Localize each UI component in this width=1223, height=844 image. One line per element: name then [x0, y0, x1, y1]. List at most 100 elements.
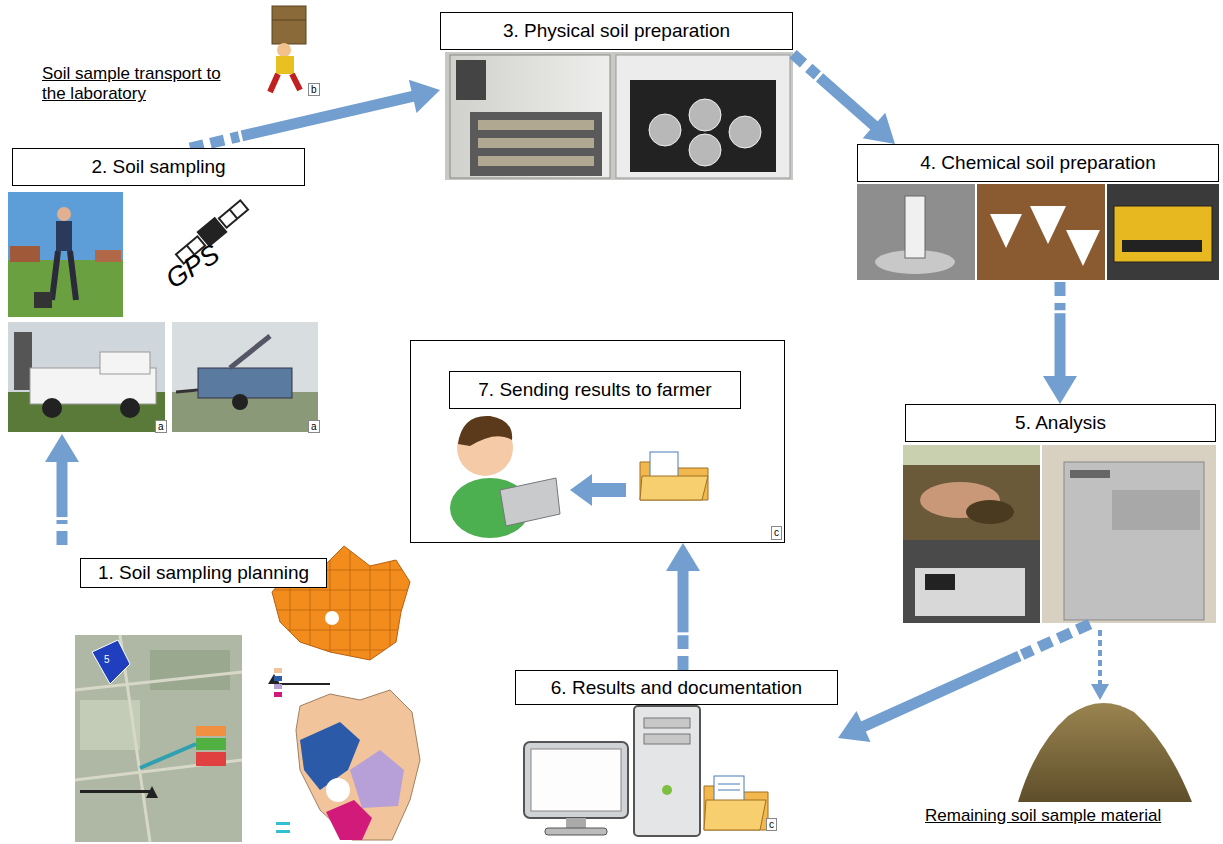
- truck-photo: [120, 398, 140, 418]
- arrow-head: [666, 543, 700, 571]
- truck-photo: [8, 322, 165, 432]
- remaining-label: Remaining soil sample material: [925, 806, 1161, 826]
- analysis-photo: [1042, 445, 1216, 623]
- arrow-shaft: [190, 137, 239, 148]
- aerial-map: [75, 635, 242, 842]
- sampling-photo: [95, 250, 121, 262]
- courier-icon: [277, 43, 291, 57]
- arrow-head: [1043, 376, 1077, 404]
- step-heading: 6. Results and documentation: [551, 677, 802, 699]
- trailer-photo: [232, 394, 248, 410]
- courier-icon: [272, 20, 306, 21]
- credit-letter: c: [766, 818, 777, 831]
- truck-photo: [14, 332, 32, 390]
- physical-preparation-photo: [470, 112, 602, 176]
- sampling-grid-map: [270, 590, 412, 591]
- sampling-grid-map: [270, 630, 412, 631]
- aerial-map: [196, 726, 226, 736]
- folder-icon: [650, 452, 678, 478]
- flow-arrow: [190, 80, 440, 148]
- sampling-grid-map: [270, 650, 412, 651]
- sampling-grid-map: [325, 611, 339, 625]
- arrow-shaft: [1022, 624, 1090, 655]
- step-heading: 1. Soil sampling planning: [98, 562, 309, 584]
- sampling-photo: [8, 192, 123, 317]
- flow-arrow: [666, 543, 700, 670]
- step-heading-box: 3. Physical soil preparation: [440, 12, 793, 50]
- folder-icon: [718, 790, 740, 791]
- folder-icon: [640, 452, 708, 500]
- step-group: 6. Results and documentation: [515, 670, 838, 838]
- trailer-photo: [176, 390, 198, 392]
- transport-label: Soil sample transport to the laboratory: [42, 64, 247, 105]
- soil-type-map: [296, 690, 420, 840]
- arrow-shaft: [678, 635, 689, 670]
- sampling-photo: [8, 192, 123, 262]
- soil-type-map: [276, 822, 290, 825]
- soil-type-map: [274, 676, 282, 681]
- step-heading: 4. Chemical soil preparation: [920, 152, 1156, 174]
- remaining-arrow: [1091, 630, 1109, 700]
- sampling-photo: [10, 246, 40, 262]
- step-heading-box: 2. Soil sampling: [12, 148, 305, 186]
- arrow-shaft: [1055, 313, 1066, 377]
- credit-letter: c: [771, 526, 782, 540]
- sampling-grid-map: [370, 545, 371, 662]
- arrow-shaft: [820, 77, 875, 126]
- step-heading: 3. Physical soil preparation: [503, 20, 730, 42]
- folder-icon: [704, 776, 768, 830]
- remaining-arrow: [1091, 684, 1109, 700]
- soil-type-map: [274, 668, 282, 673]
- result-frame: c 7. Sending results to farmer: [410, 340, 785, 543]
- physical-preparation-photo: [478, 138, 594, 148]
- sampling-photo: [57, 207, 71, 221]
- step-heading-box: 4. Chemical soil preparation: [857, 144, 1219, 182]
- chemical-preparation-photo: [1122, 240, 1202, 252]
- physical-preparation-photo: [445, 52, 793, 180]
- sampling-grid-map: [270, 610, 412, 611]
- chemical-preparation-photo: [857, 184, 1219, 280]
- farmer-icon: [458, 416, 512, 446]
- courier-icon: [272, 6, 306, 44]
- send-arrow: [590, 483, 626, 497]
- soil-type-map: [274, 684, 282, 689]
- arrow-shaft: [678, 570, 689, 632]
- computer-icon: [662, 785, 672, 795]
- computer-icon: [524, 742, 628, 818]
- arrow-shaft: [863, 656, 1020, 727]
- physical-preparation-photo: [616, 55, 790, 178]
- sampling-grid-map: [350, 545, 351, 662]
- trailer-photo: [172, 322, 318, 432]
- courier-icon: [276, 56, 294, 74]
- computer-icon: [566, 818, 586, 828]
- credit-letter: b: [308, 83, 320, 96]
- physical-preparation-photo: [689, 134, 721, 166]
- truck-photo: [100, 352, 150, 374]
- send-arrow: [570, 474, 592, 506]
- step-heading-box: 6. Results and documentation: [515, 670, 838, 705]
- soil-type-map: [326, 800, 372, 840]
- physical-preparation-photo: [649, 114, 681, 146]
- step-group: 2. Soil sampling: [8, 148, 318, 434]
- soil-type-map: [300, 722, 360, 790]
- soil-type-map: [276, 830, 290, 833]
- chemical-preparation-photo: [857, 184, 975, 280]
- computer-icon: [634, 706, 700, 836]
- process-box: 7. Sending results to farmer: [449, 371, 741, 409]
- analysis-photo: [966, 500, 1014, 524]
- analysis-photo: [1064, 462, 1204, 620]
- arrow-shaft: [1055, 282, 1066, 310]
- aerial-map: [75, 635, 242, 842]
- aerial-map: [146, 786, 158, 798]
- computer-icon: [524, 706, 700, 836]
- sampling-photo: [56, 221, 72, 251]
- step-heading-box: 1. Soil sampling planning: [80, 558, 327, 588]
- analysis-photo: [903, 445, 1040, 540]
- chemical-preparation-photo: [1066, 230, 1100, 266]
- step-group: 5. Analysis: [903, 404, 1216, 624]
- step-heading-box: 5. Analysis: [905, 404, 1216, 442]
- computer-icon: [644, 734, 690, 744]
- step-group: 4. Chemical soil preparation: [857, 144, 1219, 282]
- computer-icon: [531, 749, 621, 811]
- sampling-photo: [34, 292, 52, 308]
